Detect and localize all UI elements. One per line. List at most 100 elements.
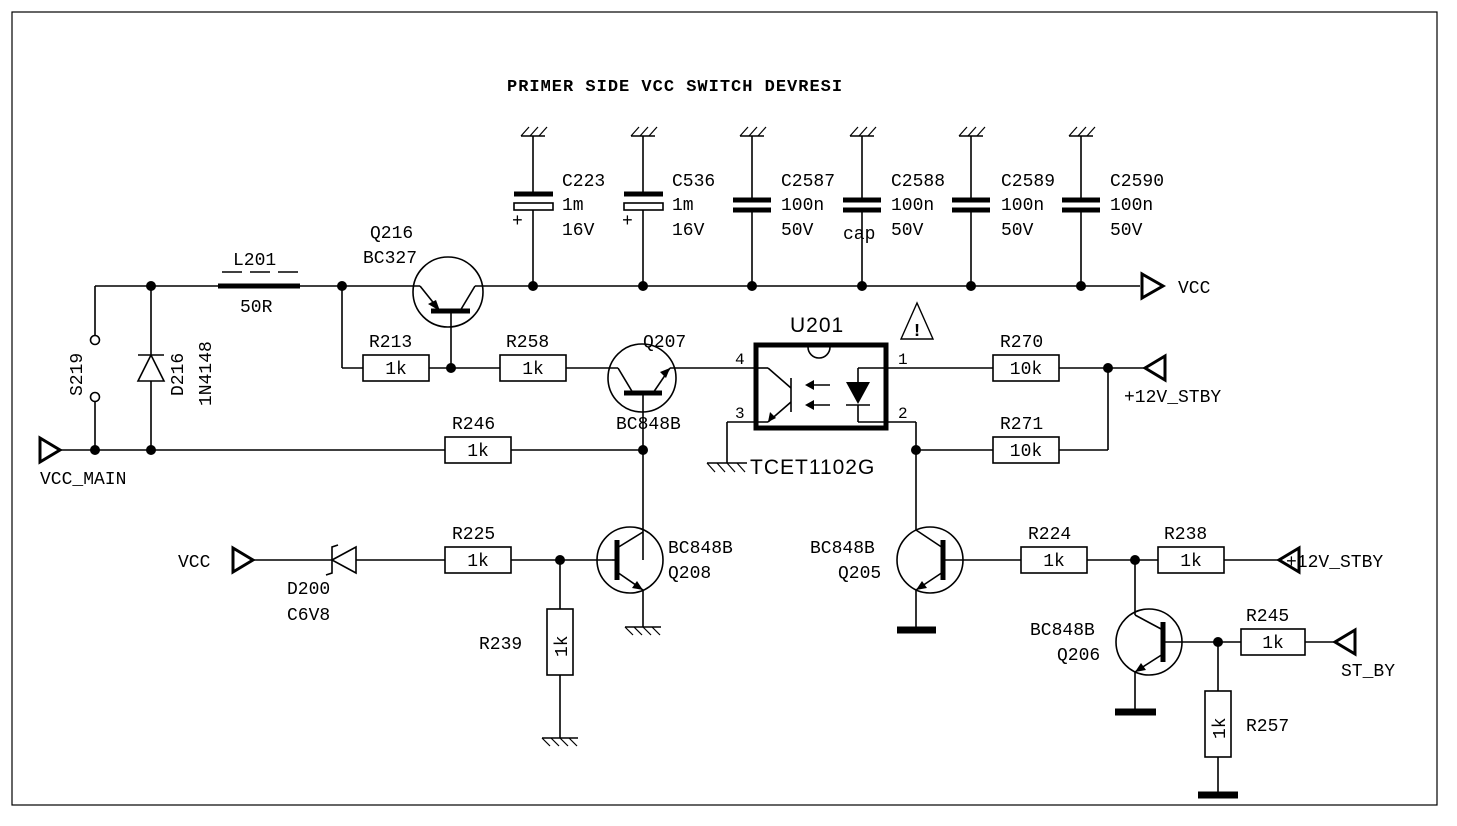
c2587-ref: C2587 (781, 172, 835, 192)
r270-value: 10k (1010, 360, 1042, 380)
c223-value: 1m (562, 196, 584, 216)
c2590-voltage: 50V (1110, 221, 1143, 241)
r225-value: 1k (467, 552, 489, 572)
stby1-port: +12V_STBY (1124, 353, 1221, 408)
q216-type: BC327 (363, 249, 417, 269)
c2588-ref: C2588 (891, 172, 945, 192)
r213-ref: R213 (369, 333, 412, 353)
vcc-main-port: VCC_MAIN (38, 435, 126, 490)
r224-ref: R224 (1028, 525, 1071, 545)
r270-ref: R270 (1000, 333, 1043, 353)
diode-d216: D216 1N4148 (136, 286, 217, 450)
u201-part: TCET1102G (750, 456, 875, 479)
base-network-wires (341, 286, 618, 369)
resistor-r213: 1k R213 (362, 333, 430, 382)
c2589-ref: C2589 (1001, 172, 1055, 192)
st-by-wires (1198, 641, 1335, 799)
q205-ref: Q205 (838, 564, 881, 584)
q207-type: BC848B (616, 415, 681, 435)
resistor-r224: 1k R224 (1020, 525, 1088, 574)
q208-type: BC848B (668, 539, 733, 559)
l201-ref: L201 (233, 251, 276, 271)
transistor-q207: Q207 BC848B (607, 333, 756, 560)
r224-value: 1k (1043, 552, 1065, 572)
stby1-label: +12V_STBY (1124, 388, 1221, 408)
c2588-note: cap (843, 225, 875, 245)
c223-plus: + (512, 212, 523, 232)
resistor-r246: 1k R246 (444, 415, 512, 464)
s219-ref: S219 (68, 353, 88, 396)
resistor-r245: 1k R245 (1240, 607, 1306, 656)
inductor-l201: L201 50R (218, 251, 300, 318)
r257-ref: R257 (1246, 717, 1289, 737)
c2589-voltage: 50V (1001, 221, 1034, 241)
c2587-value: 100n (781, 196, 824, 216)
transistor-q208: BC848B Q208 (596, 526, 733, 636)
top-rail-wires (60, 285, 1140, 451)
q208-ref: Q208 (668, 564, 711, 584)
c536-value: 1m (672, 196, 694, 216)
c2588-voltage: 50V (891, 221, 924, 241)
q206-ref: Q206 (1057, 646, 1100, 666)
vcc-in-port: VCC (178, 545, 256, 575)
c536-voltage: 16V (672, 221, 705, 241)
stby2-label: +12V_STBY (1286, 553, 1383, 573)
q205-base-wires (1087, 559, 1279, 615)
resistor-r258: 1k R258 (499, 333, 567, 382)
d216-ref: D216 (169, 353, 189, 396)
st-by-label: ST_BY (1341, 662, 1395, 682)
r246-value: 1k (467, 442, 489, 462)
warning-mark: ! (912, 322, 923, 342)
q207-ref: Q207 (643, 333, 686, 353)
d200-value: C6V8 (287, 606, 330, 626)
transistor-q205: BC848B Q205 (810, 526, 1021, 634)
r213-value: 1k (385, 360, 407, 380)
c536-ref: C536 (672, 172, 715, 192)
r258-value: 1k (522, 360, 544, 380)
vcc-out-port: VCC (1140, 271, 1211, 301)
vcc-main-label: VCC_MAIN (40, 470, 126, 490)
r246-ref: R246 (452, 415, 495, 435)
sheet-border (11, 11, 1438, 806)
q206-type: BC848B (1030, 621, 1095, 641)
u201-pin2: 2 (898, 405, 908, 423)
r239-ref: R239 (479, 635, 522, 655)
r271-ref: R271 (1000, 415, 1043, 435)
c2587-voltage: 50V (781, 221, 814, 241)
resistor-r257: 1k R257 (1204, 690, 1289, 758)
warning-icon: ! (899, 301, 935, 342)
r258-ref: R258 (506, 333, 549, 353)
capacitor-c2588: C2588 100n 50V cap (843, 126, 945, 286)
c2589-value: 100n (1001, 196, 1044, 216)
r257-value: 1k (1211, 717, 1231, 739)
r239-value: 1k (553, 635, 573, 657)
vcc-in-label: VCC (178, 553, 211, 573)
q216-ref: Q216 (370, 224, 413, 244)
u201-pin4: 4 (735, 351, 745, 369)
r238-ref: R238 (1164, 525, 1207, 545)
resistor-r238: 1k R238 (1157, 525, 1225, 574)
r225-ref: R225 (452, 525, 495, 545)
c2588-value: 100n (891, 196, 934, 216)
u201-pin1: 1 (898, 351, 908, 369)
resistor-r270: 10k R270 (992, 333, 1060, 382)
schematic-title: PRIMER SIDE VCC SWITCH DEVRESI (507, 78, 843, 97)
capacitor-c2587: C2587 100n 50V (733, 126, 835, 286)
capacitor-c2590: C2590 100n 50V (1062, 126, 1164, 286)
r245-value: 1k (1262, 634, 1284, 654)
q205-type: BC848B (810, 539, 875, 559)
l201-value: 50R (240, 298, 273, 318)
diode-d200: D200 C6V8 (253, 544, 445, 626)
st-by-port: ST_BY (1332, 627, 1395, 682)
d200-ref: D200 (287, 580, 330, 600)
r245-ref: R245 (1246, 607, 1289, 627)
resistor-r239: 1k R239 (479, 608, 574, 676)
switch-s219: S219 (68, 334, 101, 403)
c223-ref: C223 (562, 172, 605, 192)
capacitor-c223: + C223 1m 16V (512, 126, 605, 286)
optocoupler-u201: 4 3 1 2 U201 TCET1102G (706, 314, 993, 479)
junction-dots (90, 281, 1223, 647)
stby-net-wires (915, 367, 1145, 530)
